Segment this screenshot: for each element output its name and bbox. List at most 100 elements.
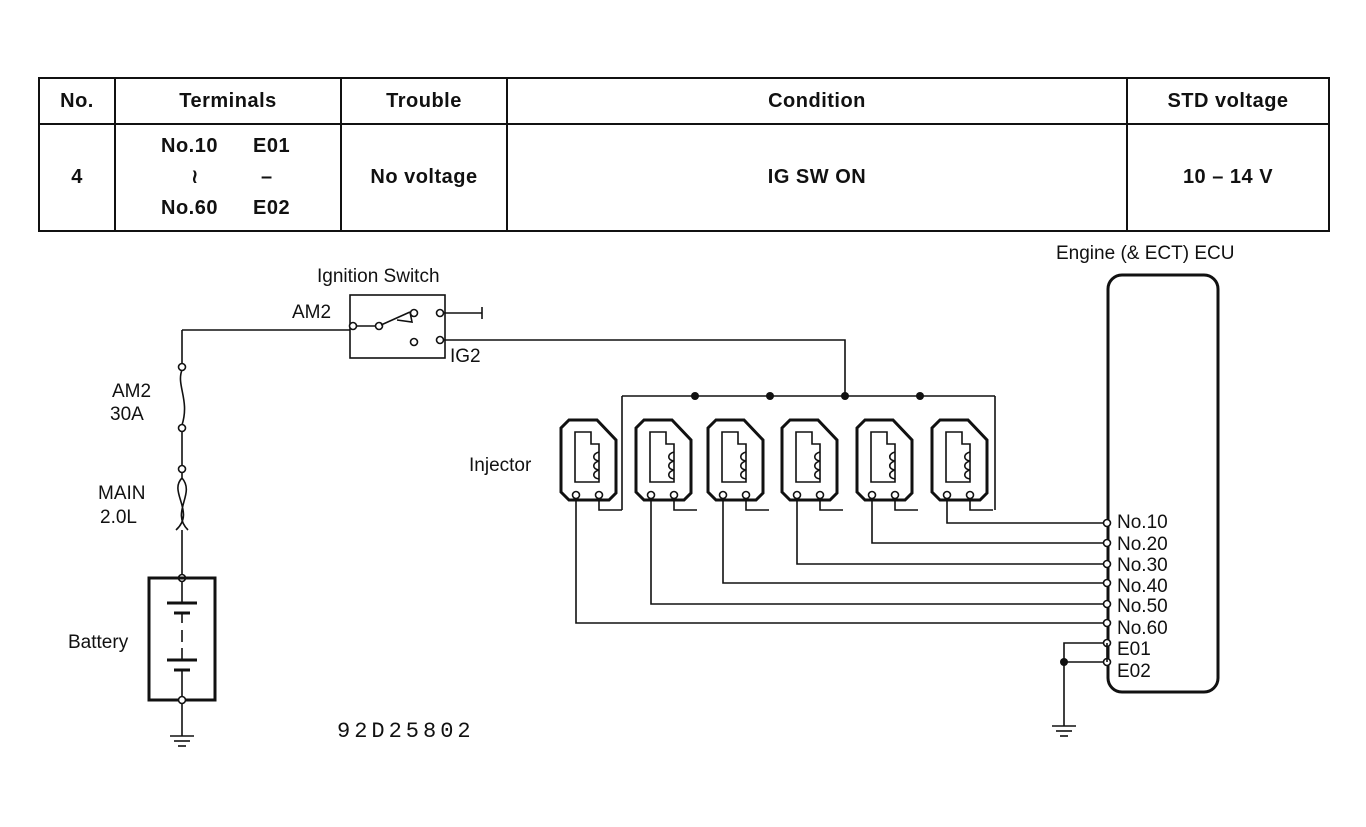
injector-terminal <box>718 490 728 500</box>
battery <box>147 576 217 747</box>
range-symbol: ≀ <box>191 166 199 188</box>
cell-std-voltage: 10 – 14 V <box>1126 123 1330 232</box>
signal-wire-3 <box>722 498 1104 584</box>
injector-terminal <box>669 490 679 500</box>
injector-inner <box>649 431 675 483</box>
table-header-row: No. Terminals Trouble Condition STD volt… <box>38 77 1330 125</box>
injector-2 <box>634 418 697 511</box>
injector-terminal <box>646 490 656 500</box>
am2-fuse-rating: 30A <box>110 404 144 425</box>
ecu-terminal-e01: E01 <box>1117 639 1151 660</box>
solenoid-coil-icon <box>739 451 747 480</box>
injector-power-lead <box>819 498 843 511</box>
injector-body <box>634 418 693 502</box>
figure-code: 92D25802 <box>337 719 475 744</box>
terminal-e02: E02 <box>253 197 291 219</box>
ecu-terminal-no20: No.20 <box>1117 534 1168 555</box>
injector-group <box>559 418 993 511</box>
injector-label: Injector <box>469 455 532 476</box>
injector-terminal <box>792 490 802 500</box>
header-condition: Condition <box>506 77 1128 125</box>
injector-body <box>855 418 914 502</box>
ig2-feed-wire <box>444 339 996 510</box>
header-no: No. <box>38 77 116 125</box>
ecu-terminal-no10: No.10 <box>1117 512 1168 533</box>
injector-3 <box>706 418 769 511</box>
injector-1 <box>559 418 622 511</box>
header-trouble: Trouble <box>340 77 508 125</box>
signal-wire-4 <box>796 498 1104 565</box>
injector-terminal <box>942 490 952 500</box>
injector-inner <box>870 431 896 483</box>
ecu-ground <box>1052 642 1108 737</box>
signal-wire-5 <box>871 498 1104 544</box>
main-fuse-rating: 2.0L <box>100 507 137 528</box>
main-fuse-label: MAIN <box>98 483 146 504</box>
injector-terminal <box>594 490 604 500</box>
range-dash: – <box>261 166 273 188</box>
ecu-box <box>1106 273 1220 694</box>
injector-body <box>706 418 765 502</box>
ecu-terminal-no30: No.30 <box>1117 555 1168 576</box>
injector-inner <box>721 431 747 483</box>
injector-power-lead <box>894 498 918 511</box>
solenoid-coil-icon <box>963 451 971 480</box>
cell-no: 4 <box>38 123 116 232</box>
injector-4 <box>780 418 843 511</box>
ig2-terminal-label: IG2 <box>450 346 481 367</box>
injector-inner <box>795 431 821 483</box>
injector-terminal <box>890 490 900 500</box>
injector-terminal <box>815 490 825 500</box>
ecu-terminal-no50: No.50 <box>1117 596 1168 617</box>
injector-body <box>930 418 989 502</box>
signal-wire-6 <box>946 498 1104 524</box>
am2-terminal-label: AM2 <box>292 302 331 323</box>
ignition-switch-label: Ignition Switch <box>317 266 440 287</box>
solenoid-coil-icon <box>813 451 821 480</box>
injector-5 <box>855 418 918 511</box>
terminal-no60: No.60 <box>161 197 218 219</box>
injector-inner <box>945 431 971 483</box>
ecu-pin-1 <box>1102 518 1112 528</box>
injector-6 <box>930 418 993 511</box>
injector-body <box>559 418 618 502</box>
ecu-terminal-no40: No.40 <box>1117 576 1168 597</box>
power-supply-wire <box>175 330 189 583</box>
solenoid-coil-icon <box>888 451 896 480</box>
ignition-switch <box>182 294 483 359</box>
injector-signal-wires <box>575 498 1112 667</box>
ecu-pin-2 <box>1102 538 1112 548</box>
injector-power-lead <box>673 498 697 511</box>
ecu-terminal-e02: E02 <box>1117 661 1151 682</box>
signal-wire-2 <box>650 498 1104 605</box>
injector-terminal <box>867 490 877 500</box>
injector-inner <box>574 431 600 483</box>
cell-condition: IG SW ON <box>506 123 1128 232</box>
solenoid-coil-icon <box>667 451 675 480</box>
injector-terminal <box>571 490 581 500</box>
injector-power-lead <box>598 498 622 511</box>
header-terminals: Terminals <box>114 77 342 125</box>
cell-trouble: No voltage <box>340 123 508 232</box>
am2-fuse-label: AM2 <box>112 381 151 402</box>
ecu-pin-4 <box>1102 578 1112 588</box>
ecu-pin-3 <box>1102 559 1112 569</box>
solenoid-coil-icon <box>592 451 600 480</box>
injector-body <box>780 418 839 502</box>
signal-wire-1 <box>575 498 1104 624</box>
injector-power-lead <box>745 498 769 511</box>
injector-power-lead <box>969 498 993 511</box>
header-std-voltage: STD voltage <box>1126 77 1330 125</box>
ecu-label: Engine (& ECT) ECU <box>1056 243 1234 264</box>
terminal-no10: No.10 <box>161 135 218 157</box>
ecu-terminal-no60: No.60 <box>1117 618 1168 639</box>
battery-label: Battery <box>68 632 129 653</box>
injector-terminal <box>741 490 751 500</box>
ecu-pin-5 <box>1102 599 1112 609</box>
inspection-table: No. Terminals Trouble Condition STD volt… <box>38 77 1330 232</box>
injector-terminal <box>965 490 975 500</box>
ecu-pin-6 <box>1102 618 1112 628</box>
